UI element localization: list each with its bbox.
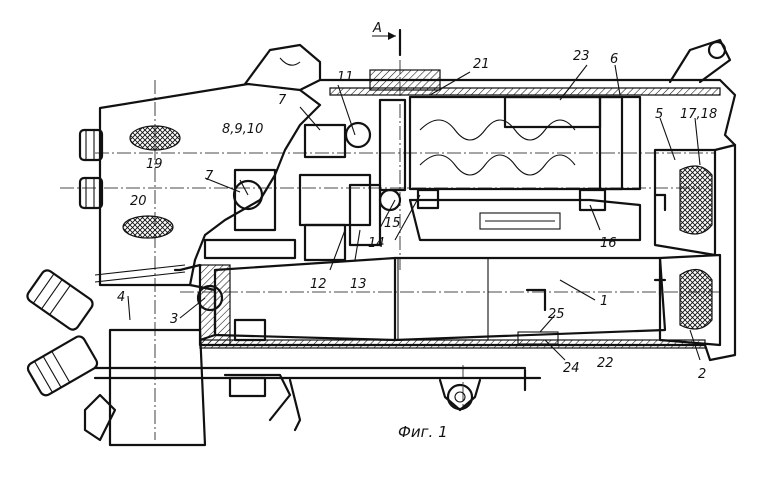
label-6: 6: [610, 52, 618, 67]
lower-tube: [215, 258, 665, 344]
label-3: 3: [170, 312, 178, 327]
eyepieces: [25, 268, 115, 440]
label-21: 21: [473, 57, 490, 72]
label-1: 1: [600, 294, 608, 309]
label-5: 5: [655, 107, 663, 122]
label-22: 22: [597, 356, 614, 371]
label-7b: 7: [205, 169, 214, 184]
label-8-9-10: 8,9,10: [222, 122, 263, 137]
label-4: 4: [117, 290, 125, 305]
label-23: 23: [573, 49, 590, 64]
section-marker-a: A: [372, 21, 382, 36]
label-7a: 7: [278, 93, 287, 108]
window-19-icon: [130, 126, 180, 150]
left-housing: [80, 45, 320, 285]
figure-caption: Фиг. 1: [398, 423, 448, 441]
label-15: 15: [384, 216, 401, 231]
label-19: 19: [146, 157, 163, 172]
label-25: 25: [548, 307, 565, 322]
lenses: [655, 145, 735, 345]
label-17-18: 17,18: [680, 107, 717, 122]
label-20: 20: [130, 194, 147, 209]
label-16: 16: [600, 236, 617, 251]
label-13: 13: [350, 277, 367, 292]
window-20-icon: [123, 216, 173, 238]
label-14: 14: [368, 236, 385, 251]
label-12: 12: [310, 277, 327, 292]
label-2: 2: [698, 367, 706, 382]
label-24: 24: [563, 361, 580, 376]
upper-tube: [410, 97, 640, 240]
label-11: 11: [337, 70, 354, 85]
